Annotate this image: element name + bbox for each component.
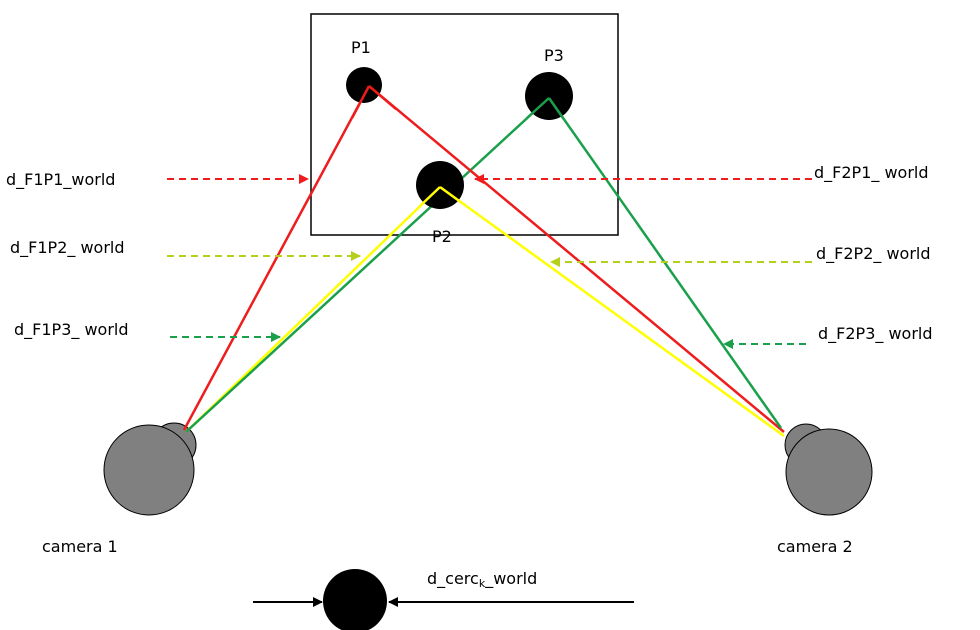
object-frame <box>310 13 619 236</box>
camera-2 <box>784 423 873 516</box>
label-d-f2p2: d_F2P2_ world <box>816 244 931 264</box>
label-camera-2: camera 2 <box>777 537 853 556</box>
label-d-cerc-prefix: d_cerc <box>427 569 479 589</box>
label-d-f2p3: d_F2P3_ world <box>818 324 933 344</box>
ray-camera1-p1-apex <box>350 85 371 119</box>
ray-camera2-p2 <box>439 185 785 438</box>
ray-camera1-p2 <box>185 186 441 433</box>
ray-camera2-p3-apex <box>547 97 565 119</box>
ray-camera2-p1 <box>368 85 785 433</box>
label-p1: P1 <box>351 38 371 57</box>
label-d-f1p2: d_F1P2_ world <box>10 238 125 258</box>
label-d-f2p1: d_F2P1_ world <box>814 163 929 183</box>
label-p2: P2 <box>432 227 452 246</box>
label-p3: P3 <box>544 46 564 65</box>
label-d-cerc-sub: k <box>479 577 486 590</box>
label-d-cerc: d_cerck_world <box>427 569 537 590</box>
label-d-f1p1: d_F1P1_world <box>6 170 115 190</box>
label-d-cerc-suffix: _world <box>484 569 537 589</box>
camera-1 <box>103 422 197 516</box>
camera-1-body <box>103 424 195 516</box>
ray-camera1-p2-apex <box>419 186 441 207</box>
ray-camera1-p3-apex <box>526 97 550 119</box>
point-p1 <box>346 67 382 103</box>
label-d-f1p3: d_F1P3_ world <box>14 320 129 340</box>
legend-circle <box>323 569 387 630</box>
camera-2-body <box>785 428 873 516</box>
label-camera-1: camera 1 <box>42 537 118 556</box>
ray-camera2-p2-apex <box>439 185 463 205</box>
ray-camera1-p1 <box>182 85 371 431</box>
ray-camera2-p1-apex <box>368 85 397 110</box>
ray-camera1-p3 <box>185 97 550 433</box>
